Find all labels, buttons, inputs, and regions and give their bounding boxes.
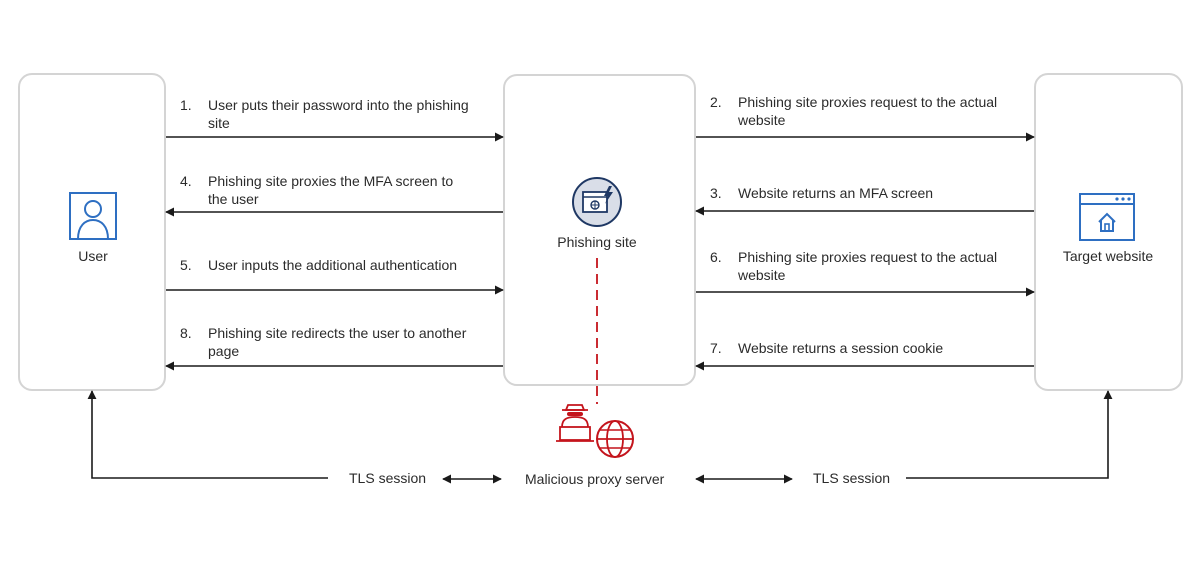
phishing-site-box [503, 74, 696, 386]
malicious-proxy-label: Malicious proxy server [525, 471, 665, 487]
user-icon [69, 192, 117, 240]
user-label: User [78, 248, 108, 264]
hacker-globe-icon [556, 404, 634, 458]
user-box [18, 73, 166, 391]
phishing-site-label: Phishing site [557, 234, 637, 250]
step-number: 5. [180, 257, 192, 273]
step-text: Phishing site proxies request to the act… [738, 94, 998, 128]
target-website-label: Target website [1062, 248, 1154, 264]
step-number: 3. [710, 185, 722, 201]
step-number: 6. [710, 249, 722, 265]
step-text: User puts their password into the phishi… [208, 97, 469, 131]
step-number: 2. [710, 94, 722, 110]
tls-session-right-label: TLS session [813, 470, 891, 486]
step-text: Website returns a session cookie [738, 340, 944, 356]
tls-session-left-label: TLS session [349, 470, 427, 486]
step-text: Website returns an MFA screen [738, 185, 934, 201]
step-number: 1. [180, 97, 192, 113]
website-home-icon [1079, 193, 1135, 241]
step-number: 7. [710, 340, 722, 356]
step-number: 4. [180, 173, 192, 189]
step-text: Phishing site proxies the MFA screen to … [208, 173, 454, 207]
tls-connector-right [906, 390, 1113, 479]
phishing-browser-icon [572, 177, 622, 227]
step-text: Phishing site redirects the user to anot… [208, 325, 467, 359]
step-number: 8. [180, 325, 192, 341]
tls-connector-left [87, 390, 328, 479]
step-text: Phishing site proxies request to the act… [738, 249, 998, 283]
step-text: User inputs the additional authenticatio… [208, 257, 458, 273]
